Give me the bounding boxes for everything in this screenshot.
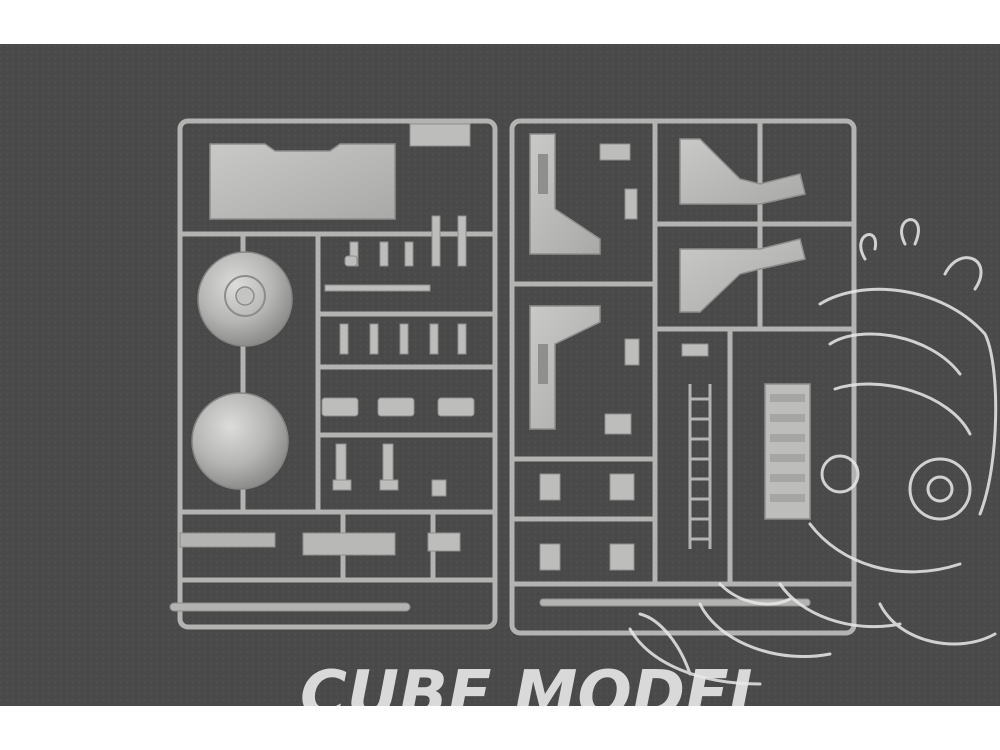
watermark-text: CUBE MODEL [300, 658, 769, 706]
frame-part-lower [529, 305, 601, 430]
small-tab-part [409, 123, 471, 147]
left-sprue [177, 118, 498, 630]
flat-panel-part [209, 143, 396, 220]
right-sprue [509, 118, 857, 636]
dome-part-lower [191, 392, 289, 490]
wing-part-lower [679, 238, 806, 313]
carpet-background [0, 44, 1000, 706]
watermark-creature-graphic [628, 218, 998, 686]
ladder-part [688, 384, 712, 549]
right-sprue-parts [529, 133, 811, 607]
left-sprue-parts [169, 123, 475, 612]
wing-part-upper [679, 138, 806, 205]
sprue-photo: CUBE MODEL [0, 44, 1000, 706]
